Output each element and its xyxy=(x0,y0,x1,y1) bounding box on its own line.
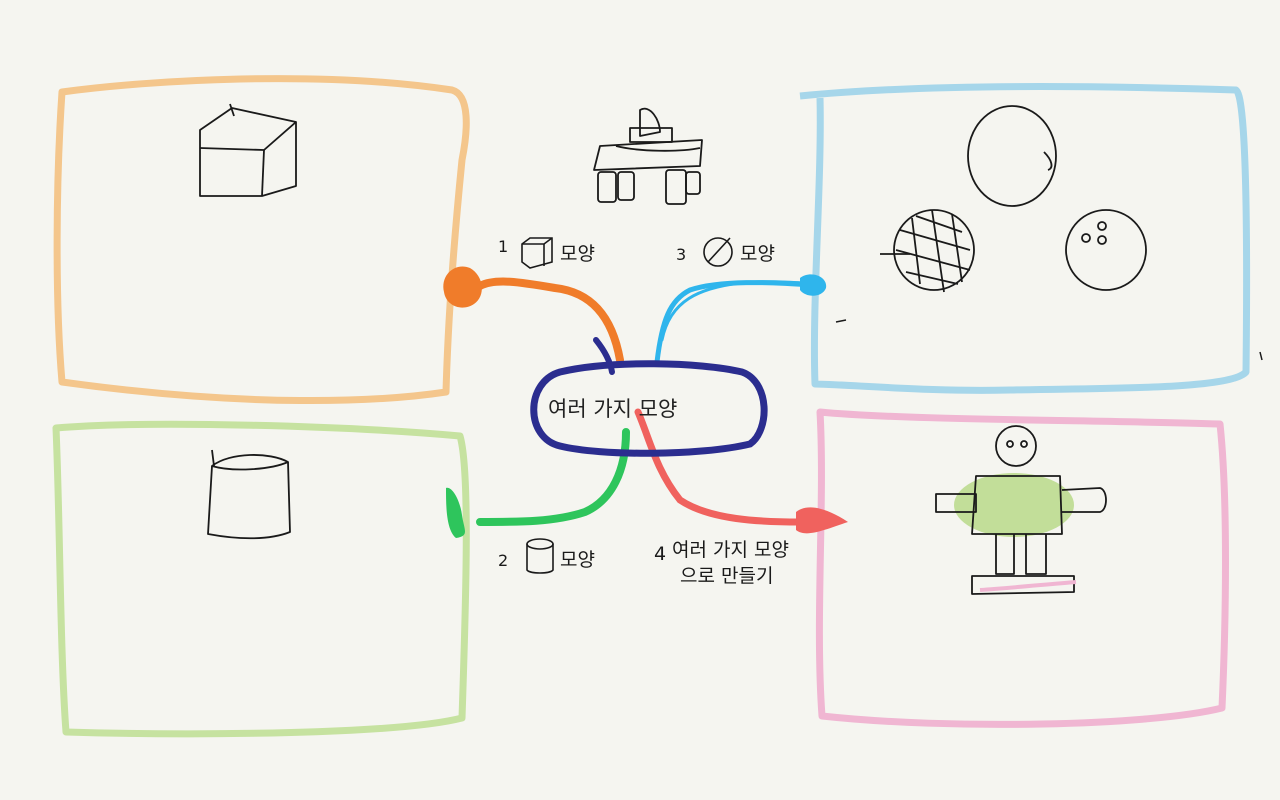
branch-line-ball-2 xyxy=(660,280,822,342)
branch-label-cylinder: 2 모양 xyxy=(498,538,595,574)
frame-cylinder-shapes xyxy=(52,420,470,738)
frame-box-shapes xyxy=(53,75,470,405)
branch-line-cylinder xyxy=(476,428,630,526)
box-mini-icon xyxy=(521,237,553,269)
cylinder-drawing xyxy=(207,449,291,540)
branch-text-box: 모양 xyxy=(560,243,595,265)
central-topic-hook xyxy=(593,337,615,375)
branch-number-box: 1 xyxy=(498,237,508,256)
frame-combination-shapes xyxy=(815,408,1229,728)
tank-doodle xyxy=(593,107,703,205)
branch-number-ball: 3 xyxy=(676,245,686,264)
branch-end-box xyxy=(443,266,482,308)
stray-mark-2 xyxy=(1259,351,1263,361)
branch-text-combination-line2: 으로 만들기 xyxy=(680,565,773,587)
large-ball xyxy=(967,105,1057,207)
branch-end-combination xyxy=(796,507,848,534)
striped-ball xyxy=(880,209,975,293)
frame-ball-shapes xyxy=(799,83,1251,394)
branch-number-combination: 4 xyxy=(654,543,666,565)
branch-line-combination xyxy=(634,408,804,526)
branch-label-ball: 3 모양 xyxy=(676,237,775,267)
robot-head xyxy=(995,425,1037,467)
cylinder-mini-icon xyxy=(526,538,554,574)
branch-end-cylinder xyxy=(446,487,465,538)
branch-line-ball xyxy=(654,280,815,365)
branch-end-ball xyxy=(800,274,827,296)
branch-label-combination: 4 여러 가지 모양 으로 만들기 xyxy=(654,539,789,587)
central-topic-label: 여러 가지 모양 xyxy=(548,397,677,421)
branch-text-combination-line1: 여러 가지 모양 xyxy=(672,539,789,561)
central-topic-outline xyxy=(530,360,768,457)
stray-mark xyxy=(835,319,847,323)
branch-text-ball: 모양 xyxy=(740,243,775,265)
branch-label-box: 1 모양 xyxy=(498,237,595,269)
robot-drawing xyxy=(935,425,1107,595)
ball-drawings xyxy=(880,105,1147,293)
branch-number-cylinder: 2 xyxy=(498,551,508,570)
bowling-ball xyxy=(1065,209,1147,291)
cube-drawing xyxy=(199,103,297,197)
branch-line-box xyxy=(476,277,624,364)
ball-mini-icon xyxy=(703,237,733,267)
branch-text-cylinder: 모양 xyxy=(560,549,595,571)
